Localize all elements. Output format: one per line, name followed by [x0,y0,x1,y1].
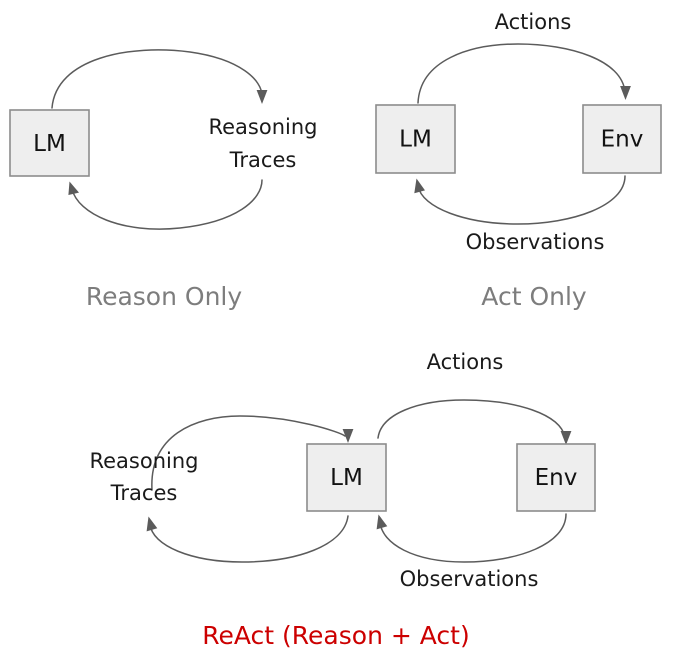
edge-react-actions-path [377,399,566,439]
node-lm-reason-only: LM [9,109,90,177]
panel-reason-only: LM Reasoning Traces Reason Only [9,49,318,311]
edge-react-reasoning-traces-incoming [149,515,349,563]
node-lm-label: LM [33,131,66,157]
node-lm-react: LM [306,443,387,512]
edge-reasoning-traces-incoming [71,179,263,230]
edge-label-actions: Actions [495,10,572,34]
edge-actions-path [417,43,626,104]
node-env-box [516,443,596,512]
node-env-box [582,104,662,174]
edge-label-reasoning-traces-line2: Traces [229,148,297,172]
edge-label-react-actions: Actions [427,350,504,374]
panel-caption-react: ReAct (Reason + Act) [202,621,469,650]
node-lm-box [375,104,456,174]
edge-react-observations-path [379,513,567,563]
node-env-label: Env [535,465,578,491]
node-lm-box [306,443,387,512]
edge-react-reasoning-traces-outgoing-arrowhead [342,429,354,443]
edge-label-react-reasoning-traces: Reasoning [89,449,198,473]
panel-caption-act-only: Act Only [481,282,587,311]
node-env-react: Env [516,443,596,512]
edge-react-observations-arrowhead [376,514,388,530]
edge-observations-arrowhead [414,178,425,194]
edge-label-reasoning-traces: Reasoning [208,115,317,139]
edge-observations-path [417,175,626,225]
edge-reasoning-traces-outgoing [51,49,263,109]
edge-label-react-observations: Observations [400,567,539,591]
panel-react: LM Env Reasoning Traces Actions Observat… [89,350,596,650]
panel-caption-reason-only: Reason Only [86,282,243,311]
edge-label-react-reasoning-traces-line2: Traces [110,481,178,505]
node-env-label: Env [601,127,644,153]
edge-reasoning-traces-outgoing-arrowhead [256,90,268,104]
edge-react-actions-arrowhead [560,431,572,445]
node-lm-act-only: LM [375,104,456,174]
node-lm-label: LM [330,465,363,491]
node-lm-label: LM [399,127,432,153]
panel-act-only: LM Env Actions Observations Act Only [375,10,662,311]
edge-label-observations: Observations [466,230,605,254]
edge-actions-arrowhead [620,86,631,100]
edge-react-reasoning-traces-outgoing [151,415,346,491]
node-lm-box [9,109,90,177]
edge-react-reasoning-traces-incoming-arrowhead [146,516,158,532]
edge-reasoning-traces-incoming-arrowhead [68,181,79,195]
node-env-act-only: Env [582,104,662,174]
